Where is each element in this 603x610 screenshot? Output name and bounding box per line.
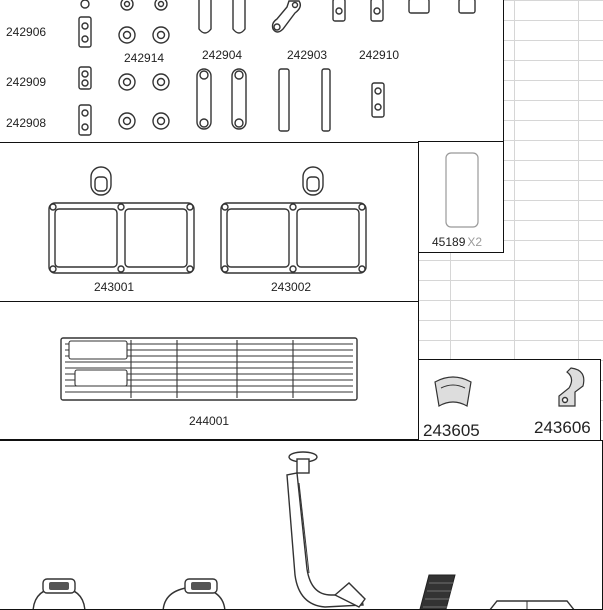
part-drawing-bottom-right	[489, 600, 575, 609]
frame-drawing-243002	[220, 166, 367, 274]
part-number-242914: 242914	[124, 51, 165, 65]
seat-drawing-left	[32, 578, 86, 609]
panel-frames: 243001 243002	[0, 142, 419, 302]
part-number-243606: 243606	[534, 418, 591, 437]
clip-drawing-242910	[332, 0, 384, 22]
part-number-244001: 244001	[189, 414, 230, 428]
strap-drawing-243606	[558, 367, 585, 407]
part-number-45189-text: 45189	[432, 235, 466, 249]
part-number-242906: 242906	[6, 25, 47, 39]
part-number-242904: 242904	[202, 48, 243, 62]
pad-drawing-45189	[445, 152, 479, 228]
clip-drawing-242906	[78, 0, 92, 136]
frame-drawing-243001	[48, 166, 195, 274]
link-drawing-242904	[198, 0, 246, 34]
link-drawing-row2	[196, 68, 385, 132]
pedal-drawing	[419, 574, 456, 609]
part-number-242910: 242910	[359, 48, 400, 62]
part-number-242903: 242903	[287, 48, 328, 62]
part-drawing-top-right	[408, 0, 476, 14]
part-number-243002: 243002	[271, 280, 312, 294]
panel-grille: 244001	[0, 301, 419, 440]
bracket-drawing-242903	[271, 0, 302, 33]
seat-drawing-right	[162, 578, 226, 609]
part-quantity-45189: X2	[467, 235, 483, 249]
grille-drawing-244001	[60, 337, 358, 401]
panel-small-parts: 242906 242909 242908 242914 242904 24290…	[0, 0, 504, 143]
part-number-243001: 243001	[94, 280, 135, 294]
panel-large-parts	[0, 440, 603, 610]
part-number-243605: 243605	[423, 421, 480, 440]
part-number-242909: 242909	[6, 75, 47, 89]
strap-drawing-243605	[434, 376, 472, 407]
washer-drawing-242914	[118, 0, 170, 130]
exhaust-drawing	[286, 451, 366, 608]
panel-straps: 243605 243606	[418, 359, 601, 441]
part-number-242908: 242908	[6, 116, 47, 130]
